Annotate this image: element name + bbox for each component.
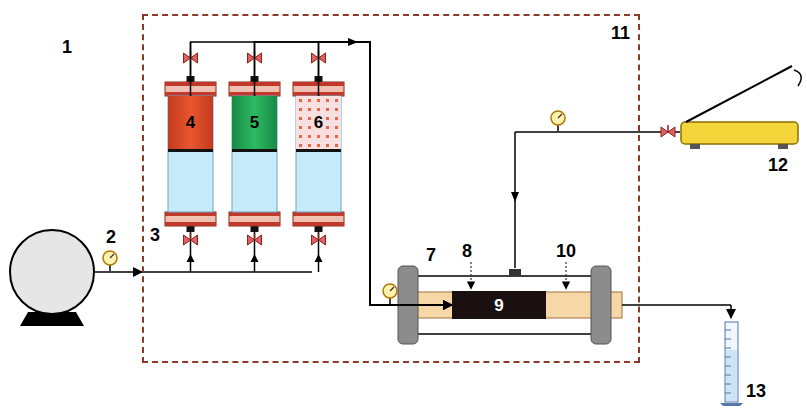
flow-line: [255, 42, 453, 305]
callout-number: 1: [62, 38, 72, 56]
callout-number: 12: [768, 156, 788, 174]
flow-line: [319, 42, 453, 305]
callout-number: 5: [250, 114, 259, 131]
core-sample: 9: [452, 291, 546, 319]
fluid-cylinder: 6: [296, 96, 341, 149]
fluid-cylinder: 4: [168, 96, 213, 149]
group-boundary: 11 4 5 6 9: [142, 14, 640, 363]
callout-number: 13: [746, 382, 766, 400]
fluid-cylinder: 5: [232, 96, 277, 149]
flow-line: [191, 42, 453, 305]
callout-number: 2: [106, 228, 116, 246]
callout-number: 3: [150, 226, 160, 244]
callout-number: 9: [494, 297, 503, 314]
callout-number: 10: [556, 242, 576, 260]
callout-number: 11: [611, 24, 630, 42]
callout-number: 8: [462, 242, 472, 260]
callout-number: 4: [186, 114, 195, 131]
callout-number: 6: [312, 114, 325, 131]
callout-number: 7: [426, 246, 436, 264]
